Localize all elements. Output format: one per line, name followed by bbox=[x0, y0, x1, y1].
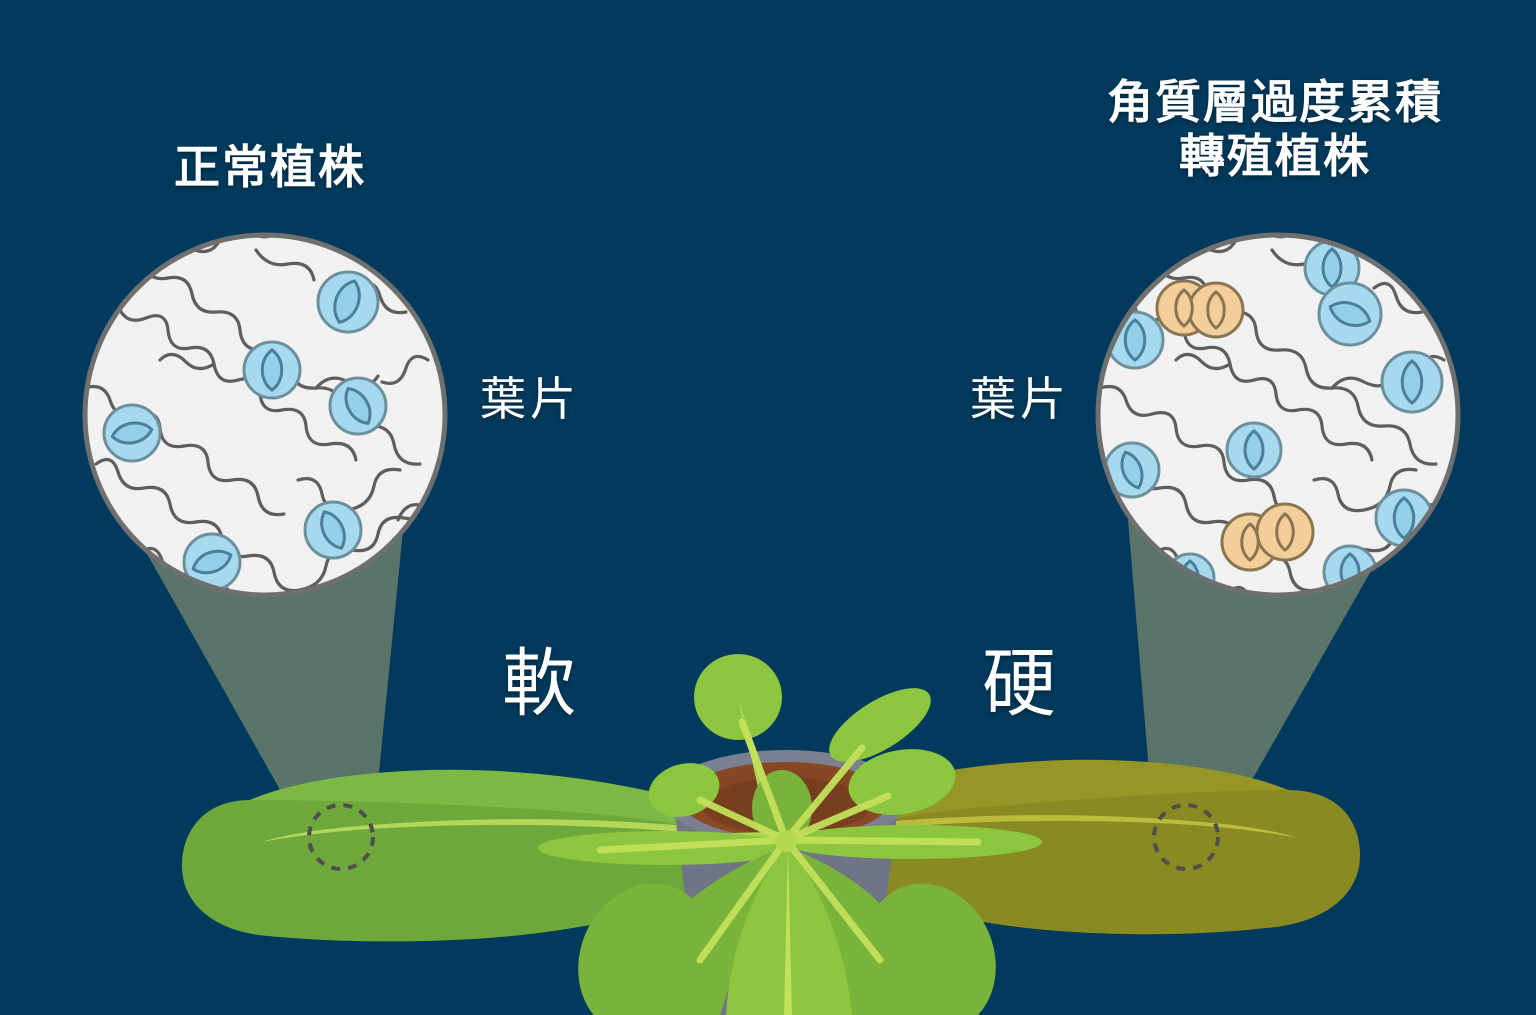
right-magnifier-cone bbox=[1128, 520, 1400, 843]
left-stomata-group bbox=[102, 270, 388, 592]
clustered-stoma-orange bbox=[1155, 279, 1245, 339]
title-normal-plant: 正常植株 bbox=[174, 141, 366, 193]
leaf-label-right: 葉片 bbox=[970, 373, 1070, 425]
left-zoom-marker bbox=[307, 803, 375, 871]
texture-label-hard: 硬 bbox=[982, 642, 1058, 725]
title-transgenic-plant: 角質層過度累積 轉殖植株 bbox=[1107, 76, 1443, 183]
texture-label-soft: 軟 bbox=[502, 642, 578, 725]
leaf-label-left: 葉片 bbox=[480, 373, 580, 425]
plant-rosette bbox=[538, 654, 1042, 1015]
left-magnified-leaf-surface bbox=[82, 232, 448, 598]
rosette-leaf bbox=[694, 654, 782, 740]
right-zoom-marker bbox=[1152, 803, 1220, 871]
left-magnifier-cone bbox=[128, 520, 404, 843]
clustered-stoma-orange bbox=[1220, 502, 1315, 572]
